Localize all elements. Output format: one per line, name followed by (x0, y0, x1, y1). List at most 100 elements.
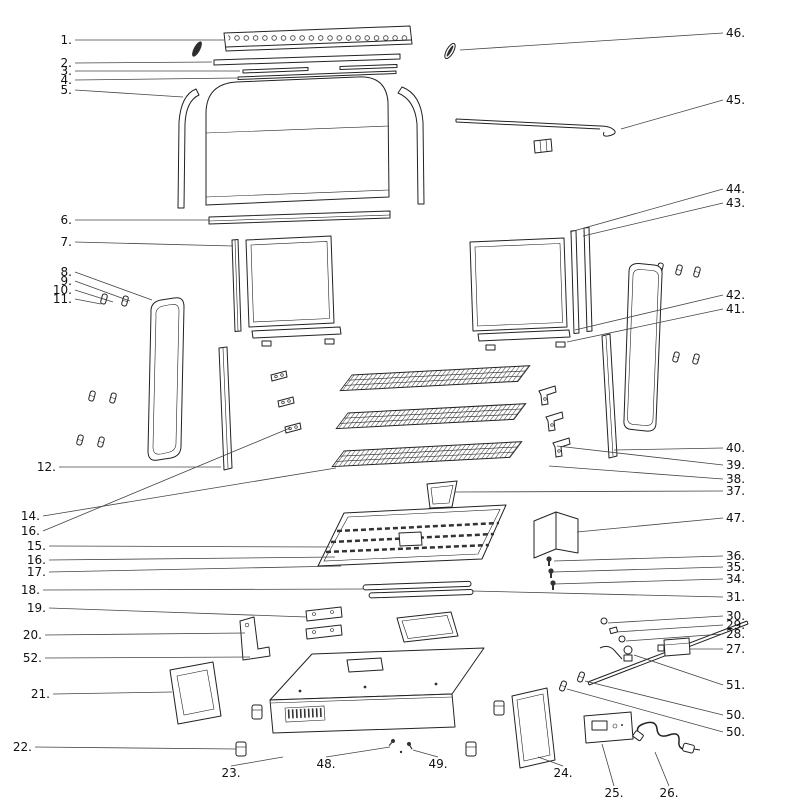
screw-icon (548, 568, 554, 578)
leader-line (74, 298, 102, 305)
callout-label: 25. (604, 786, 623, 800)
leader-line (74, 89, 184, 98)
callout-label: 19. (27, 601, 46, 615)
callout-label: 18. (21, 583, 40, 597)
part-sill-right (477, 329, 571, 351)
part-drip-pan (396, 611, 459, 643)
wire-shelf (330, 441, 524, 468)
screw-pin-icon (558, 679, 568, 693)
leader-line (552, 566, 724, 573)
part-wire-shelves (330, 365, 532, 468)
part-side-door-right (623, 262, 663, 432)
callout-50: 50. (584, 680, 745, 722)
callout-15: 15. (27, 539, 331, 553)
part-27-junction-box (657, 637, 691, 657)
leader-line (537, 756, 564, 767)
leader-line (615, 624, 724, 633)
callout-label: 31. (726, 590, 745, 604)
leader-line (553, 555, 724, 562)
callout-42: 42. (574, 288, 745, 331)
part-side-door-left (147, 297, 185, 461)
part-26-power-cord (632, 721, 701, 754)
callout-label: 2. (61, 56, 72, 70)
part-glass-panel-left (245, 235, 335, 328)
callout-19: 19. (27, 601, 308, 618)
callout-label: 45. (726, 93, 745, 107)
part-19-mounting-plates (305, 606, 343, 640)
callout-8: 8. (61, 265, 153, 301)
screw-icon (550, 580, 556, 590)
callout-label: 39. (726, 458, 745, 472)
screw-pin-icon (75, 434, 85, 446)
callout-24: 24. (537, 756, 573, 780)
wire-shelf (334, 403, 528, 430)
callout-label: 20. (23, 628, 42, 642)
callout-layer: 1.2.3.4.5.6.7.8.9.10.11.12.14.16.15.16.1… (13, 26, 745, 800)
callout-44: 44. (569, 182, 745, 233)
shelf-clip-icon (277, 396, 295, 408)
part-12-post (218, 346, 233, 471)
foot-icon (465, 741, 477, 757)
callout-35: 35. (552, 560, 745, 574)
callout-label: 26. (659, 786, 678, 800)
callout-label: 30. (726, 609, 745, 623)
leader-line (42, 427, 291, 532)
callout-47: 47. (576, 511, 745, 533)
shelf-clip-icon (270, 370, 288, 382)
part-37-drain-pan (426, 480, 458, 514)
callout-16: 16. (27, 553, 336, 567)
part-7-glass-trim (231, 239, 242, 332)
screw-pin-icon (96, 436, 106, 448)
leader-line (74, 77, 238, 81)
part-bottom-tray (317, 504, 507, 567)
callout-26: 26. (654, 751, 679, 800)
part-screws-34-36 (546, 556, 556, 590)
callout-7: 7. (61, 235, 234, 249)
callout-9: 9. (61, 274, 131, 302)
callout-34: 34. (553, 572, 745, 586)
callout-label: 41. (726, 302, 745, 316)
callout-45: 45. (620, 93, 745, 130)
part-base-deck (269, 647, 485, 734)
wire-shelf (338, 365, 532, 392)
callout-label: 36. (726, 549, 745, 563)
callout-label: 51. (726, 678, 745, 692)
part-sill-left (251, 326, 342, 347)
callout-label: 49. (428, 757, 447, 771)
leader-line (48, 607, 308, 618)
part-screws-48-49 (387, 737, 415, 754)
callout-49: 49. (412, 749, 448, 771)
part-21-frame (169, 661, 222, 725)
callout-31: 31. (471, 590, 745, 604)
callout-2: 2. (61, 56, 213, 70)
callout-label: 29. (726, 618, 745, 632)
part-1-louver-grille (223, 25, 413, 52)
callout-43: 43. (582, 196, 745, 237)
leader-line (553, 578, 724, 585)
foot-icon (493, 700, 505, 716)
callout-label: 50. (726, 708, 745, 722)
screw-pin-icon (108, 392, 118, 404)
part-50-pins (558, 670, 586, 693)
callout-label: 27. (726, 642, 745, 656)
leader-line (548, 465, 724, 480)
leader-line (601, 743, 615, 787)
hinge-pin-left-icon (192, 41, 202, 57)
callout-20: 20. (23, 628, 246, 642)
callout-16: 16. (21, 427, 291, 538)
leader-line (620, 99, 724, 130)
callout-48: 48. (316, 746, 391, 771)
callout-36: 36. (553, 549, 745, 563)
part-6-trim-strip (208, 210, 391, 225)
callout-6: 6. (61, 213, 209, 227)
part-52-corner-bracket (239, 616, 271, 661)
leader-line (48, 556, 336, 561)
callout-37: 37. (454, 484, 745, 498)
callout-1: 1. (61, 33, 224, 47)
part-43-glass-trim (583, 227, 593, 332)
screw-pin-icon (576, 670, 586, 684)
leader-line (459, 32, 724, 51)
screw-icon (546, 556, 552, 566)
callout-label: 11. (53, 292, 72, 306)
